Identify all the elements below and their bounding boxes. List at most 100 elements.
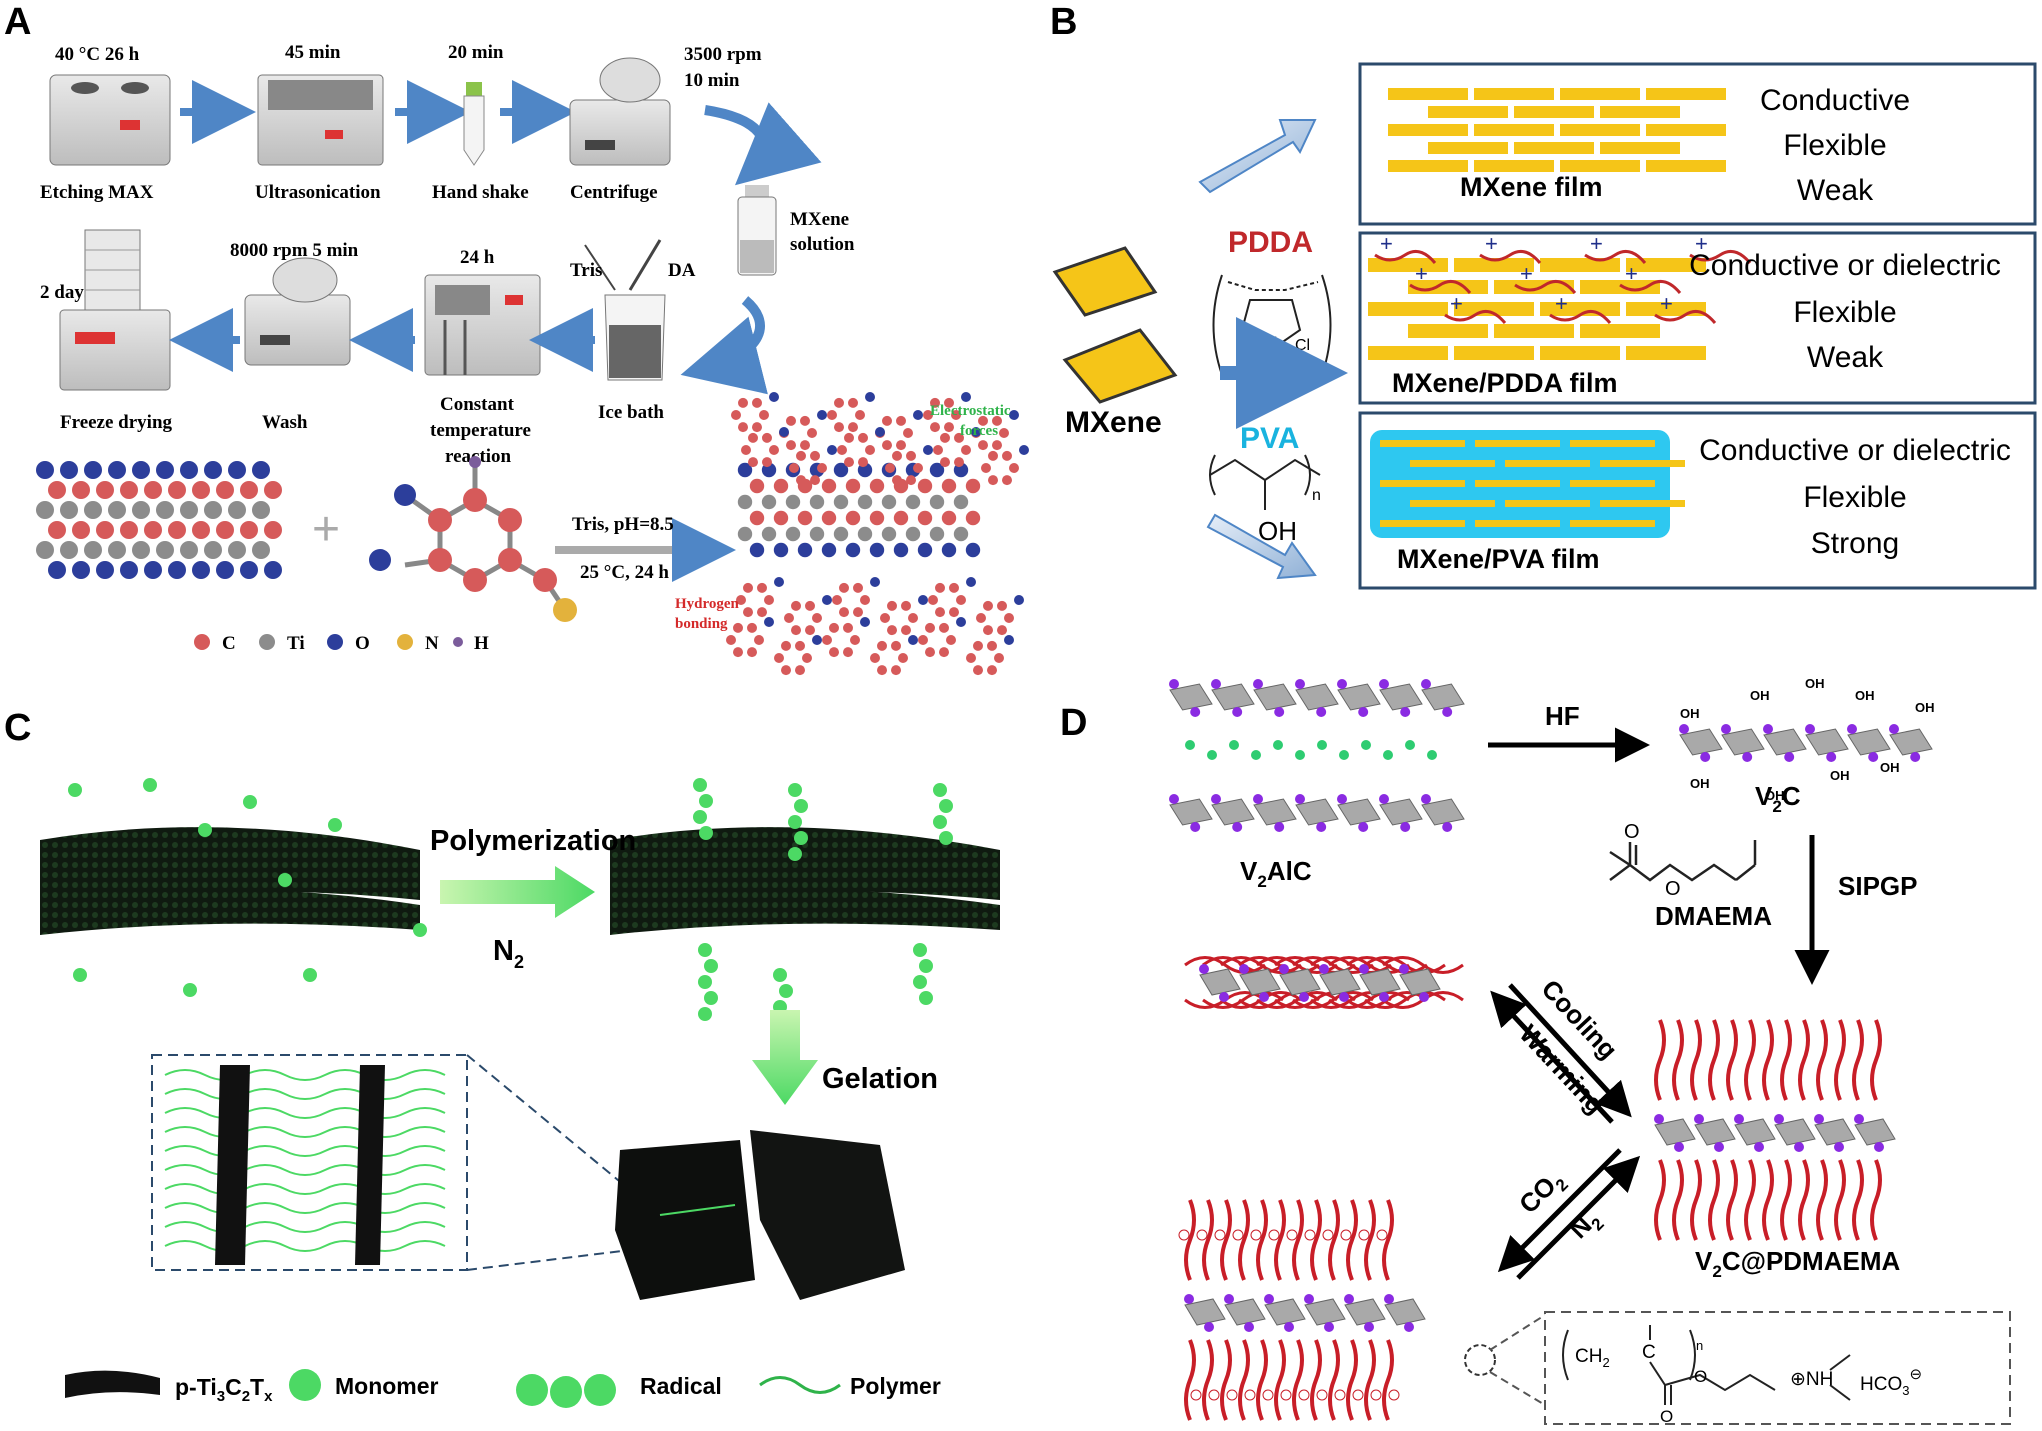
- lattice-atom: [240, 481, 258, 499]
- v2c-label: V2C: [1755, 781, 1801, 816]
- pda-o: [918, 595, 928, 605]
- lattice-atom: [180, 461, 198, 479]
- step-constant-name-1: Constant: [440, 394, 515, 415]
- polymer-chain: [1184, 1339, 1196, 1421]
- pda-o: [913, 410, 923, 420]
- octahedron: [1889, 728, 1933, 756]
- charge-mark: +: [1695, 231, 1708, 256]
- pda-atom: [935, 582, 945, 593]
- step-ultrasonication-name: Ultrasonication: [255, 182, 381, 203]
- reaction-top-label: Tris, pH=8.5: [572, 514, 674, 535]
- monomer: [198, 823, 212, 837]
- pda-atom: [906, 475, 916, 486]
- pdda-chain: [1584, 249, 1647, 264]
- lattice-atom: [72, 561, 90, 579]
- polymer-chain: [1346, 1339, 1358, 1421]
- pda-atom: [1004, 613, 1014, 623]
- polymer-chain: [1274, 1339, 1286, 1421]
- pda-atom: [896, 440, 906, 451]
- lattice-atom: [216, 481, 234, 499]
- pda-atom: [896, 415, 906, 426]
- pda-atom: [736, 595, 746, 605]
- polymer-chain: [1672, 1019, 1684, 1101]
- v-atom: [1826, 752, 1837, 762]
- oh-group: OH: [1915, 700, 1935, 715]
- hydrogel-cubes-icon: [615, 1130, 905, 1300]
- v-atom: [1754, 1142, 1764, 1152]
- lattice-atom: [168, 561, 186, 579]
- polymer-chain: [1690, 1159, 1702, 1241]
- lattice-atom: [761, 494, 777, 510]
- charge-mark: [1280, 1389, 1292, 1401]
- monomer: [183, 983, 197, 997]
- lattice-atom: [965, 478, 981, 494]
- legend-sheet-label: p-Ti3C2Tx: [175, 1374, 273, 1405]
- lattice-atom: [797, 510, 813, 526]
- constant-reactor-icon: [424, 274, 541, 376]
- lattice-atom: [120, 481, 138, 499]
- lattice-atom: [749, 510, 765, 526]
- step-constant-name-2: temperature: [430, 420, 531, 441]
- radical-bead: [704, 959, 718, 973]
- dmaema-label: DMAEMA: [1655, 901, 1772, 931]
- octahedron: [1814, 1118, 1856, 1146]
- charge-mark: +: [1485, 231, 1498, 256]
- polymer-chain: [1220, 1199, 1232, 1281]
- oh-group: OH: [1765, 788, 1785, 803]
- pda-atom: [810, 475, 820, 486]
- lattice-atom: [869, 510, 885, 526]
- charge-mark: [1250, 1229, 1262, 1241]
- polymer-strand: [164, 1107, 446, 1119]
- lattice-atom: [965, 542, 981, 558]
- legend-n: N: [425, 633, 439, 654]
- lattice-atom: [216, 561, 234, 579]
- v-atom: [1224, 1294, 1234, 1304]
- pda-atom: [759, 410, 769, 420]
- oh-group: OH: [1855, 688, 1875, 703]
- lattice-atom: [264, 561, 282, 579]
- polymer-chain: [1744, 1159, 1756, 1241]
- pdda-n-plus: N⁺: [1262, 333, 1280, 349]
- radical-bead: [919, 959, 933, 973]
- pva-n-sub: n: [1312, 487, 1321, 504]
- lattice-atom: [821, 542, 837, 558]
- radical-bead: [939, 831, 953, 845]
- reaction-bottom-label: 25 °C, 24 h: [580, 562, 669, 583]
- v-atom: [1442, 707, 1453, 717]
- pda-atom: [951, 410, 961, 420]
- pda-atom: [855, 410, 865, 420]
- radical-bead: [699, 794, 713, 808]
- lattice-atom: [893, 542, 909, 558]
- polymer-chain: [1708, 1019, 1720, 1101]
- v-atom: [1204, 1322, 1214, 1332]
- mxene-bar: [1560, 88, 1640, 100]
- v-atom: [1337, 679, 1347, 689]
- lattice-atom: [144, 561, 162, 579]
- mxene-bar: [1626, 258, 1706, 272]
- step-wash-top: 8000 rpm 5 min: [230, 240, 359, 261]
- formula-o1: O: [1660, 1407, 1673, 1426]
- pdda-chain: [1549, 309, 1612, 324]
- step-etching-name: Etching MAX: [40, 182, 154, 203]
- pda-atom: [973, 640, 983, 651]
- octahedron: [1399, 968, 1441, 996]
- al-atom: [1273, 740, 1283, 750]
- polymer-chain: [1744, 1019, 1756, 1101]
- mxene-bar: [1380, 480, 1465, 487]
- lattice-atom: [204, 541, 222, 559]
- pda-o: [1009, 410, 1019, 420]
- electrostatic-label-2: forces: [960, 423, 998, 439]
- pda-atom: [988, 475, 998, 486]
- pda-atom: [822, 635, 832, 645]
- polymer-chain: [1834, 1159, 1846, 1241]
- lattice-atom: [84, 461, 102, 479]
- octahedron: [1264, 1298, 1306, 1326]
- pda-atom: [850, 635, 860, 645]
- radical-bead: [698, 975, 712, 989]
- v-atom: [1199, 964, 1209, 974]
- al-atom: [1185, 740, 1195, 750]
- octahedron: [1169, 683, 1213, 711]
- lattice-atom: [48, 561, 66, 579]
- v-atom: [1244, 1322, 1254, 1332]
